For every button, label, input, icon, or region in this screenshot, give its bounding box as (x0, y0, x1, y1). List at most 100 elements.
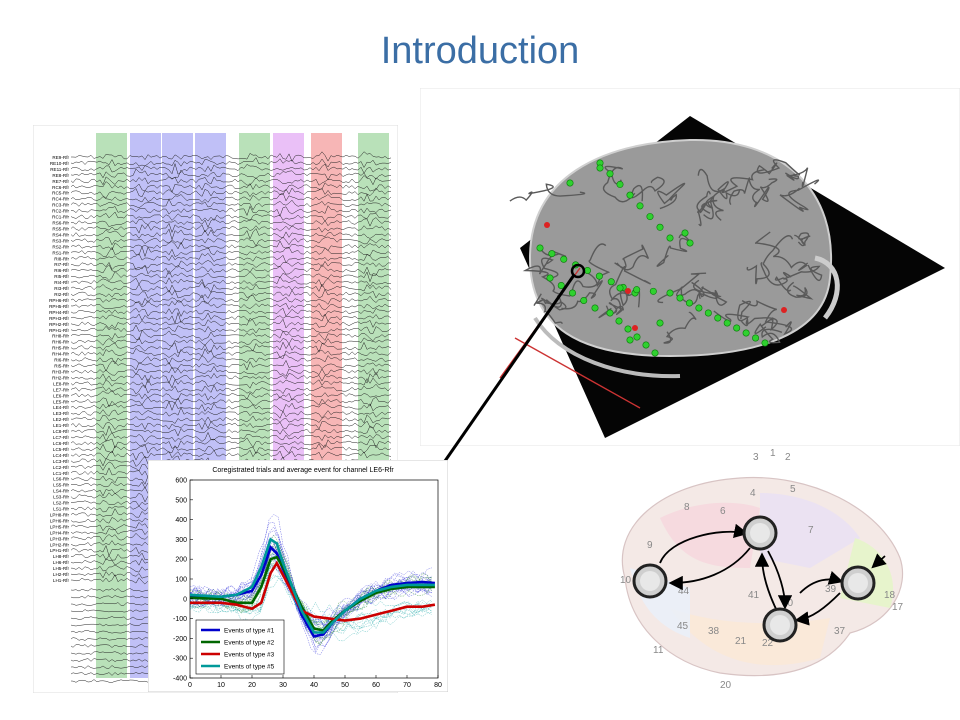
channel-label: LPH6-Rfr (50, 518, 70, 523)
channel-label: RC3-Rfr (52, 203, 69, 208)
region-number: 7 (808, 525, 814, 536)
channel-label: RC5-Rfr (52, 191, 69, 196)
channel-trace (70, 288, 392, 299)
channel-trace (70, 365, 392, 377)
channel-label: RS3-Rfr (52, 238, 69, 243)
channel-label: LE2-Rfr (53, 417, 69, 422)
region-number: 44 (678, 586, 690, 597)
channel-label: LH6-Rfr (53, 560, 70, 565)
region-number: 2 (785, 452, 791, 463)
channel-trace (70, 162, 392, 175)
x-tick-label: 20 (248, 682, 256, 689)
channel-label: RPH5-Rfr (49, 304, 69, 309)
y-tick-label: -300 (173, 656, 187, 663)
channel-label: LH8-Rfr (53, 554, 70, 559)
channel-trace (70, 187, 392, 199)
channel-label: LC8-Rfr (53, 429, 70, 434)
legend-label: Events of type #1 (224, 628, 275, 635)
skull-rim (814, 255, 840, 320)
channel-trace (70, 240, 392, 251)
channel-trace (70, 377, 392, 389)
channel-trace (70, 307, 392, 317)
channel-label: RS5-Rfr (52, 226, 69, 231)
channel-label: LH5-Rfr (53, 566, 70, 571)
channel-trace (70, 228, 392, 241)
channel-trace (70, 341, 392, 354)
channel-label: RS4-Rfr (52, 232, 69, 237)
y-tick-label: -400 (173, 676, 187, 683)
channel-trace (70, 396, 392, 408)
channel-trace (70, 414, 392, 424)
region-number: 40 (782, 598, 794, 609)
channel-label: RI4-Rfr (54, 280, 69, 285)
channel-trace (70, 294, 392, 306)
y-tick-label: 600 (175, 478, 187, 485)
region-number: 4 (750, 488, 756, 499)
channel-label: LPH4-Rfr (50, 530, 70, 535)
channel-label: LPH8-Rfr (50, 512, 70, 517)
channel-trace (70, 672, 152, 676)
region-number: 38 (708, 626, 720, 637)
channel-trace (70, 651, 152, 655)
channel-label: LC7-Rfr (53, 435, 70, 440)
channel-trace (70, 181, 392, 193)
series-line (190, 537, 435, 634)
y-tick-label: 0 (183, 596, 187, 603)
y-tick-label: 300 (175, 537, 187, 544)
y-tick-label: 200 (175, 557, 187, 564)
region-number: 21 (735, 636, 747, 647)
channel-label: RH2-Rfr (52, 375, 69, 380)
channel-label: LH1-Rfr (53, 578, 70, 583)
channel-label: LE1-Rfr (53, 423, 69, 428)
channel-trace (70, 175, 392, 186)
channel-label: LE8-Rfr (53, 381, 69, 386)
channel-label: RS2-Rfr (52, 244, 69, 249)
channel-label: LS3-Rfr (53, 495, 69, 500)
channel-trace (70, 420, 392, 431)
chart-title: Coregistrated trials and average event f… (212, 467, 394, 474)
channel-label: RH6-Rfr (52, 340, 69, 345)
legend-label: Events of type #3 (224, 652, 275, 659)
channel-label: LE3-Rfr (53, 411, 69, 416)
channel-label: RC4-Rfr (52, 197, 69, 202)
channel-trace (70, 205, 392, 217)
brain-3d-render (420, 88, 960, 446)
channel-label: RE7-Rfr (52, 179, 69, 184)
x-tick-label: 50 (341, 682, 349, 689)
channel-label: RC2-Rfr (52, 209, 69, 214)
x-tick-label: 40 (310, 682, 318, 689)
channel-label: RI6-Rfr (54, 268, 69, 273)
y-tick-label: -100 (173, 616, 187, 623)
channel-label: LC3-Rfr (53, 459, 70, 464)
channel-trace (70, 269, 392, 283)
network-nodes (632, 515, 876, 643)
channel-label: RI7-Rfr (54, 262, 69, 267)
region-number: 8 (684, 502, 690, 513)
channel-label: RPH2-Rfr (49, 322, 69, 327)
channel-trace (70, 192, 392, 203)
channel-trace (70, 431, 392, 443)
channel-label: LE5-Rfr (53, 399, 69, 404)
channel-label: LE6-Rfr (53, 393, 69, 398)
region-number: 17 (892, 602, 904, 613)
channel-label: LC1-Rfr (53, 471, 70, 476)
channel-trace (70, 324, 392, 334)
channel-trace (70, 336, 392, 347)
y-tick-label: -200 (173, 636, 187, 643)
y-tick-label: 400 (175, 517, 187, 524)
region-number: 39 (825, 584, 837, 595)
region-number: 5 (790, 484, 796, 495)
channel-label: RPH3-Rfr (49, 316, 69, 321)
channel-trace (70, 276, 392, 288)
channel-trace (70, 644, 152, 648)
channel-trace (70, 260, 392, 271)
channel-trace (70, 609, 152, 613)
channel-label: RI3-Rfr (54, 286, 69, 291)
channel-trace (70, 595, 152, 599)
channel-trace (70, 616, 152, 620)
channel-trace (70, 217, 392, 228)
channel-label: LS2-Rfr (53, 501, 69, 506)
channel-trace (70, 679, 152, 683)
channel-trace (70, 371, 392, 384)
